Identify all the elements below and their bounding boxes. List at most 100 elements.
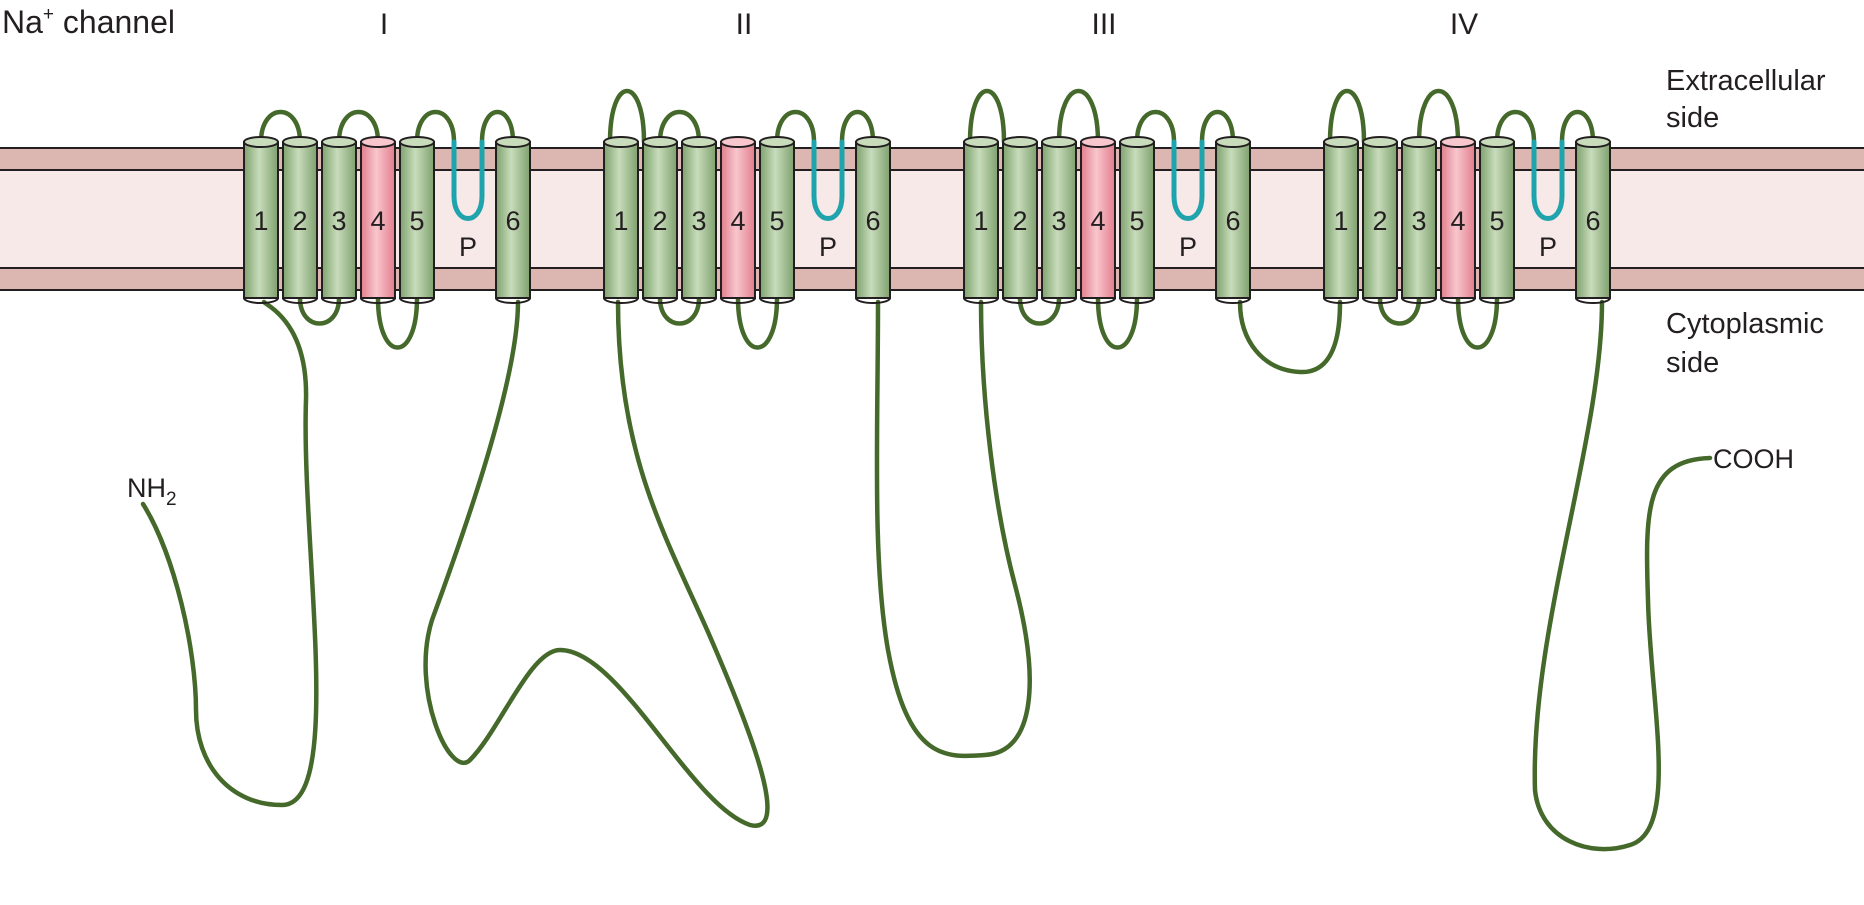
- pore-label: P: [1179, 232, 1197, 262]
- extracellular-loop: [258, 109, 303, 145]
- extracellular-loop: [839, 109, 876, 145]
- extracellular-loop: [774, 109, 817, 145]
- extracellular-loop: [1494, 109, 1537, 145]
- segment-number: 1: [613, 206, 628, 236]
- segment-number: 3: [1051, 206, 1066, 236]
- extracellular-loop: [657, 109, 702, 145]
- extracellular-loop: [1559, 109, 1596, 145]
- transmembrane-segment-s6: 6: [855, 136, 891, 304]
- segment-number: 6: [865, 206, 880, 236]
- cytoplasmic-loop: [297, 295, 342, 326]
- transmembrane-segment-s3: 3: [681, 136, 717, 304]
- extracellular-loop: [336, 109, 381, 145]
- cytoplasmic-loop: [657, 295, 702, 326]
- segment-number: 2: [1372, 206, 1387, 236]
- n-terminus-label: NH2: [127, 473, 177, 510]
- extracellular-loop: [414, 109, 457, 145]
- domain-label: I: [380, 8, 388, 41]
- cytoplasmic-loop: [1017, 295, 1062, 326]
- transmembrane-segment-s5: 5: [759, 136, 795, 304]
- n-terminal-tail: [140, 299, 319, 808]
- pore-loop: [1171, 139, 1205, 221]
- extracellular-loop: [1327, 88, 1367, 145]
- segment-number: 6: [1585, 206, 1600, 236]
- linker-iii-iv: [1237, 299, 1343, 375]
- pore-label: P: [819, 232, 837, 262]
- segment-number: 4: [1450, 206, 1465, 236]
- segment-number: 5: [1489, 206, 1504, 236]
- transmembrane-segment-s2: 2: [1362, 136, 1398, 304]
- segment-number: 5: [409, 206, 424, 236]
- cytoplasmic-side-label: Cytoplasmic: [1666, 308, 1824, 340]
- transmembrane-segment-s3: 3: [321, 136, 357, 304]
- pore-loop: [451, 139, 485, 221]
- extracellular-loop: [1199, 109, 1236, 145]
- c-terminus-label: COOH: [1713, 444, 1794, 474]
- segment-number: 1: [253, 206, 268, 236]
- transmembrane-segment-s3: 3: [1041, 136, 1077, 304]
- linker-ii-iii: [874, 299, 1032, 759]
- transmembrane-segment-s6: 6: [495, 136, 531, 304]
- extracellular-loop: [1416, 88, 1461, 145]
- extracellular-side-label: Extracellular: [1666, 65, 1826, 97]
- transmembrane-segment-s6: 6: [1575, 136, 1611, 304]
- segment-number: 2: [1012, 206, 1027, 236]
- voltage-sensor-segment-s4: 4: [720, 136, 756, 304]
- labels: Na+ channel Extracellular side Cytoplasm…: [2, 4, 1826, 510]
- domain-label: III: [1091, 8, 1116, 41]
- segment-number: 4: [370, 206, 385, 236]
- domain-label: IV: [1450, 8, 1478, 41]
- pore-loop: [1531, 139, 1565, 221]
- cytoplasmic-loop: [375, 295, 420, 350]
- segment-number: 4: [730, 206, 745, 236]
- voltage-sensor-segment-s4: 4: [1440, 136, 1476, 304]
- transmembrane-segment-s6: 6: [1215, 136, 1251, 304]
- cytoplasmic-loop: [735, 295, 780, 350]
- voltage-sensor-segment-s4: 4: [1080, 136, 1116, 304]
- transmembrane-segment-s1: 1: [603, 136, 639, 304]
- voltage-sensor-segment-s4: 4: [360, 136, 396, 304]
- transmembrane-segment-s3: 3: [1401, 136, 1437, 304]
- cytoplasmic-loop: [1377, 295, 1422, 326]
- cytoplasmic-loop: [1095, 295, 1140, 350]
- polypeptide-chain: [140, 299, 1713, 852]
- diagram-title: Na+ channel: [2, 4, 175, 40]
- pore-label: P: [459, 232, 477, 262]
- cytoplasmic-loop: [1455, 295, 1500, 350]
- segment-number: 3: [691, 206, 706, 236]
- segment-number: 2: [652, 206, 667, 236]
- extracellular-loop: [1056, 88, 1101, 145]
- segment-number: 5: [769, 206, 784, 236]
- extracellular-loop: [607, 88, 647, 145]
- segment-number: 6: [1225, 206, 1240, 236]
- segment-number: 6: [505, 206, 520, 236]
- extracellular-loop: [479, 109, 516, 145]
- cytoplasmic-side-label-line2: side: [1666, 347, 1719, 379]
- segment-number: 3: [331, 206, 346, 236]
- extracellular-side-label-line2: side: [1666, 102, 1719, 134]
- pore-loop: [811, 139, 845, 221]
- transmembrane-segment-s2: 2: [642, 136, 678, 304]
- segment-number: 3: [1411, 206, 1426, 236]
- pore-label: P: [1539, 232, 1557, 262]
- transmembrane-segment-s1: 1: [243, 136, 279, 304]
- transmembrane-segment-s5: 5: [399, 136, 435, 304]
- transmembrane-segment-s1: 1: [963, 136, 999, 304]
- segment-number: 1: [973, 206, 988, 236]
- extracellular-loop: [967, 88, 1007, 145]
- transmembrane-segment-s1: 1: [1323, 136, 1359, 304]
- transmembrane-segment-s2: 2: [1002, 136, 1038, 304]
- segment-number: 2: [292, 206, 307, 236]
- segment-number: 5: [1129, 206, 1144, 236]
- transmembrane-segment-s5: 5: [1479, 136, 1515, 304]
- linker-i-ii: [423, 299, 770, 828]
- extracellular-loop: [1134, 109, 1177, 145]
- segment-number: 1: [1333, 206, 1348, 236]
